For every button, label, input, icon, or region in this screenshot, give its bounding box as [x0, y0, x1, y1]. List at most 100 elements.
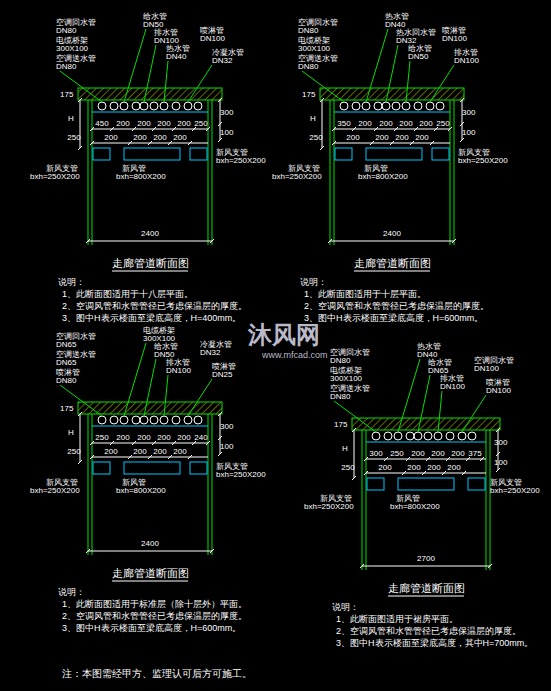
dimension: 250: [341, 463, 354, 472]
pipe-name: 排水管: [166, 358, 190, 367]
dimension: 200: [411, 449, 424, 458]
pipe-symbol: [120, 102, 128, 110]
dimension: 250: [390, 449, 403, 458]
fresh-air-branch-duct: [93, 148, 110, 160]
dimension-tick: [496, 428, 500, 432]
pipe-size: DN65: [56, 358, 76, 367]
leader-line: [144, 45, 156, 102]
dimension: 200: [379, 119, 392, 128]
dimension-tick: [148, 141, 152, 145]
pipe-size: DN100: [474, 364, 499, 373]
dimension: 200: [177, 433, 190, 442]
pipe-size: 300X100: [143, 334, 175, 343]
leader-line: [124, 29, 146, 102]
note-heading: 说明：: [300, 277, 327, 287]
wall-line: [334, 100, 335, 245]
wall-line: [330, 100, 331, 245]
pipe-name: 空调送水管: [298, 54, 338, 63]
pipe-name: 空调回水管: [56, 18, 96, 27]
dimension-tick: [320, 146, 324, 150]
dimension-tick: [78, 412, 82, 416]
dimension-tick: [320, 98, 324, 102]
leader-line: [188, 379, 212, 416]
pipe-size: DN50: [408, 52, 428, 61]
leader-line: [144, 359, 156, 416]
dimension-tick: [218, 122, 222, 126]
dimension: 300: [220, 108, 233, 117]
dimension: 2400: [141, 539, 159, 548]
fresh-air-duct: [366, 148, 422, 160]
floor-slab: [78, 402, 222, 414]
dimension-tick: [462, 471, 466, 475]
pipe-symbol: [372, 432, 380, 440]
pipe-symbol: [458, 432, 466, 440]
dimension-tick: [218, 436, 222, 440]
pipe-size: DN100: [486, 386, 511, 395]
pipe-size: DN65: [428, 366, 448, 375]
duct-name: 新风管: [122, 164, 146, 173]
dimension: 200: [399, 119, 412, 128]
pipe-symbol: [160, 416, 168, 424]
pipe-name: 电缆桥架: [143, 326, 175, 335]
fresh-air-branch-duct: [190, 148, 207, 160]
pipe-symbol: [172, 416, 180, 424]
pipe-size: DN100: [154, 36, 179, 45]
note-text: 1、此断面图适用于十八层平面。: [62, 289, 193, 299]
general-note: 注：本图需经甲方、监理认可后方可施工。: [62, 668, 252, 679]
pipe-name: 电缆桥架: [298, 36, 330, 45]
pipe-size: DN40: [385, 20, 405, 29]
dimension: 100: [220, 128, 233, 137]
leader-line: [60, 385, 102, 416]
dimension-tick: [402, 471, 406, 475]
wall-line: [92, 414, 93, 555]
pipe-size: DN32: [396, 36, 416, 45]
dimension: 175: [334, 420, 347, 429]
fresh-air-branch-duct: [367, 478, 384, 490]
dimension: 2700: [417, 554, 435, 563]
note-text: 1、此断面图适用于标准层（除十层外）平面。: [62, 599, 247, 609]
dimension: 200: [153, 133, 166, 142]
wall-line: [88, 100, 89, 245]
dimension: 250: [67, 447, 80, 456]
dimension-tick: [496, 452, 500, 456]
dimension: 200: [153, 447, 166, 456]
dimension: H: [68, 114, 74, 123]
dimension-tick: [452, 239, 456, 243]
dimension: 2400: [383, 229, 401, 238]
dimension-tick: [442, 471, 446, 475]
dimension-tick: [172, 127, 176, 131]
dimension-tick: [218, 138, 222, 142]
note-text: 2、空调风管和水管管径已考虑保温层的厚度。: [62, 611, 247, 621]
dimension: 200: [378, 463, 391, 472]
duct-size: bxh=800X200: [358, 172, 408, 181]
pipe-size: 300X100: [330, 374, 362, 383]
pipe-size: DN80: [56, 62, 76, 71]
pipe-symbol: [468, 432, 476, 440]
leader-line: [430, 65, 454, 102]
dimension: 200: [375, 133, 388, 142]
pipe-name: 喷淋管: [486, 378, 510, 387]
duct-name: 新风支管: [288, 164, 320, 173]
dimension: 175: [302, 90, 315, 99]
pipe-name: 给水管: [408, 44, 432, 53]
pipe-size: DN100: [440, 382, 465, 391]
pipe-name: 电缆桥架: [330, 366, 362, 375]
leader-line: [398, 359, 420, 432]
pipe-symbol: [374, 102, 382, 110]
pipe-symbol: [426, 102, 434, 110]
pipe-name: 热水回水管: [396, 28, 436, 37]
dimension-tick: [406, 457, 410, 461]
dimension-tick: [430, 141, 434, 145]
dimension-tick: [78, 146, 82, 150]
dimension: 300: [369, 449, 382, 458]
duct-size: bxh=250X200: [272, 172, 322, 181]
wall-line: [362, 430, 363, 570]
floor-slab: [352, 418, 500, 430]
fresh-air-branch-duct: [93, 462, 110, 474]
pipe-size: DN100: [166, 366, 191, 375]
dimension-tick: [90, 455, 94, 459]
duct-size: bxh=250X200: [216, 470, 266, 479]
pipe-size: DN80: [298, 62, 318, 71]
pipe-symbol: [184, 102, 192, 110]
note-text: 1、此断面图适用于裙房平面。: [336, 614, 458, 624]
